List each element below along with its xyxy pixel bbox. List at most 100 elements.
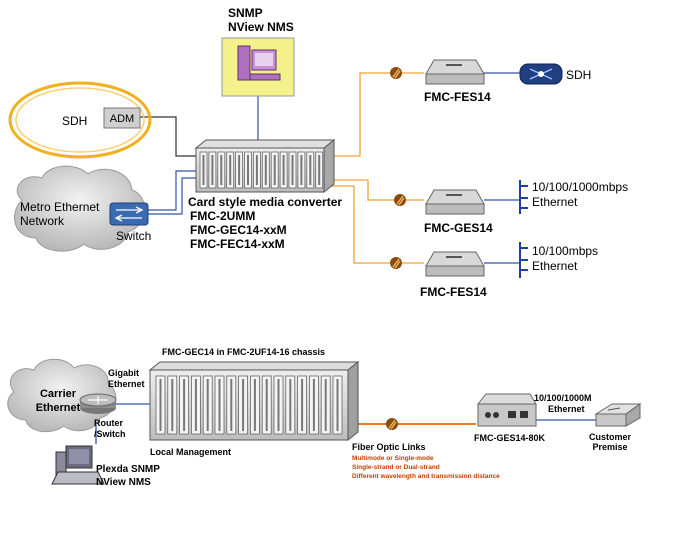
fiber-icon	[389, 66, 403, 80]
rj45-port-icon	[508, 411, 516, 418]
card-slot-handle	[183, 379, 186, 431]
metro-cloud-line2: Network	[20, 214, 65, 228]
rj45-port-icon	[520, 411, 528, 418]
card-slot-handle	[277, 379, 280, 431]
device3-label: FMC-FES14	[420, 285, 487, 299]
card-slot-handle	[206, 379, 209, 431]
ethernet-bus-icon	[519, 242, 528, 278]
switch-label: Switch	[116, 229, 151, 243]
adm-label: ADM	[110, 113, 134, 125]
card-slot-handle	[318, 155, 321, 185]
cloud-line1: Carrier	[40, 388, 77, 400]
card-slot-handle	[301, 379, 304, 431]
card-slot-handle	[289, 379, 292, 431]
card-slot-handle	[282, 155, 285, 185]
device-fmc-fes14-top: FMC-FES14 SDH	[424, 59, 591, 104]
card-slot-handle	[312, 379, 315, 431]
router	[79, 393, 117, 414]
fiber-note-1: Multimode or Single-mode	[352, 455, 434, 462]
card-slot-handle	[253, 379, 256, 431]
card-slot-handle	[194, 379, 197, 431]
device-fmc-ges14: FMC-GES14 10/100/1000mbps Ethernet	[424, 180, 628, 235]
top-links	[140, 72, 522, 264]
nms-title-line1: SNMP	[228, 6, 263, 20]
gigabit-line1: Gigabit	[108, 368, 139, 378]
card-slot-handle	[229, 155, 232, 185]
adm-link	[140, 116, 202, 157]
device-label: FMC-GES14-80K	[474, 433, 546, 443]
fiber-icon	[389, 256, 403, 270]
device1-target: SDH	[566, 68, 591, 82]
router-line1: Router	[94, 418, 123, 428]
card-slot-handle	[211, 155, 214, 185]
card-slot-handle	[273, 155, 276, 185]
card-slot-handle	[230, 379, 233, 431]
metro-cloud-line1: Metro Ethernet	[20, 200, 100, 214]
chassis-slots	[199, 151, 324, 189]
pc-line2: NView NMS	[96, 477, 151, 488]
router-line2: /Switch	[94, 429, 126, 439]
switch-arrows-icon	[114, 206, 144, 222]
fiber-note-3: Different wavelength and transmission di…	[352, 473, 500, 480]
fiber-note-2: Single-strand or Dual-strand	[352, 464, 440, 471]
card-slot-handle	[238, 155, 241, 185]
local-management: Local Management	[150, 447, 231, 457]
device2-net: Ethernet	[532, 195, 578, 209]
media-converter-icon	[425, 189, 485, 215]
chassis-title: FMC-GEC14 in FMC-2UF14-16 chassis	[162, 347, 325, 357]
pc-icon	[51, 445, 105, 485]
customer-line2: Premise	[592, 442, 627, 452]
device-fmc-fes14-bottom: FMC-FES14 10/100mbps Ethernet	[420, 242, 598, 299]
card-slot-handle	[324, 379, 327, 431]
computer-icon	[237, 45, 281, 81]
speed-line2: Ethernet	[548, 404, 585, 414]
chassis-slots	[155, 375, 343, 435]
ethernet-bus-icon	[519, 180, 528, 214]
speed-line1: 10/100/1000M	[534, 393, 592, 403]
chassis-caption-line3: FMC-GEC14-xxM	[190, 223, 287, 237]
card-slot-handle	[171, 379, 174, 431]
sdh-ring: SDH	[8, 81, 152, 159]
gigabit-line2: Ethernet	[108, 379, 145, 389]
sdh-ring-label: SDH	[62, 114, 87, 128]
card-slot-handle	[309, 155, 312, 185]
adm-box: ADM	[103, 107, 141, 129]
cloud-line2: Ethernet	[36, 402, 81, 414]
device3-speed: 10/100mbps	[532, 244, 598, 258]
customer-line1: Customer	[589, 432, 632, 442]
media-converter-icon	[425, 251, 485, 277]
device1-label: FMC-FES14	[424, 90, 491, 104]
switch-link-1	[148, 170, 202, 211]
switch-link-2	[148, 177, 202, 215]
chassis-caption: Card style media converter FMC-2UMM FMC-…	[188, 195, 342, 251]
device2-label: FMC-GES14	[424, 221, 493, 235]
port-icon	[485, 412, 491, 418]
router-icon	[88, 396, 108, 404]
chassis-caption-line4: FMC-FEC14-xxM	[190, 237, 285, 251]
nms-station: SNMP NView NMS	[221, 6, 295, 97]
card-chassis	[194, 138, 336, 194]
fiber-link-3	[330, 185, 424, 264]
bottom-diagram: Carrier Ethernet Gigabit Ethernet Router…	[7, 347, 642, 488]
fiber-link-2	[330, 179, 424, 201]
pc-line1: Plexda SNMP	[96, 464, 160, 475]
card-slot-handle	[159, 379, 162, 431]
chassis-16-slot	[148, 360, 360, 442]
media-converter-icon	[425, 59, 485, 85]
card-slot-handle	[336, 379, 339, 431]
device2-speed: 10/100/1000mbps	[532, 180, 628, 194]
fiber-icon	[385, 417, 399, 431]
nms-title-line2: NView NMS	[228, 20, 294, 34]
card-slot-handle	[264, 155, 267, 185]
card-slot-handle	[220, 155, 223, 185]
card-slot-handle	[255, 155, 258, 185]
port-icon	[493, 412, 499, 418]
fiber-icon	[393, 193, 407, 207]
chassis-caption-line1: Card style media converter	[188, 195, 342, 209]
card-slot-handle	[202, 155, 205, 185]
top-diagram: SNMP NView NMS SDH ADM Metro Ethernet Ne…	[8, 6, 628, 299]
device3-net: Ethernet	[532, 259, 578, 273]
card-slot-handle	[291, 155, 294, 185]
fiber-title: Fiber Optic Links	[352, 442, 426, 452]
